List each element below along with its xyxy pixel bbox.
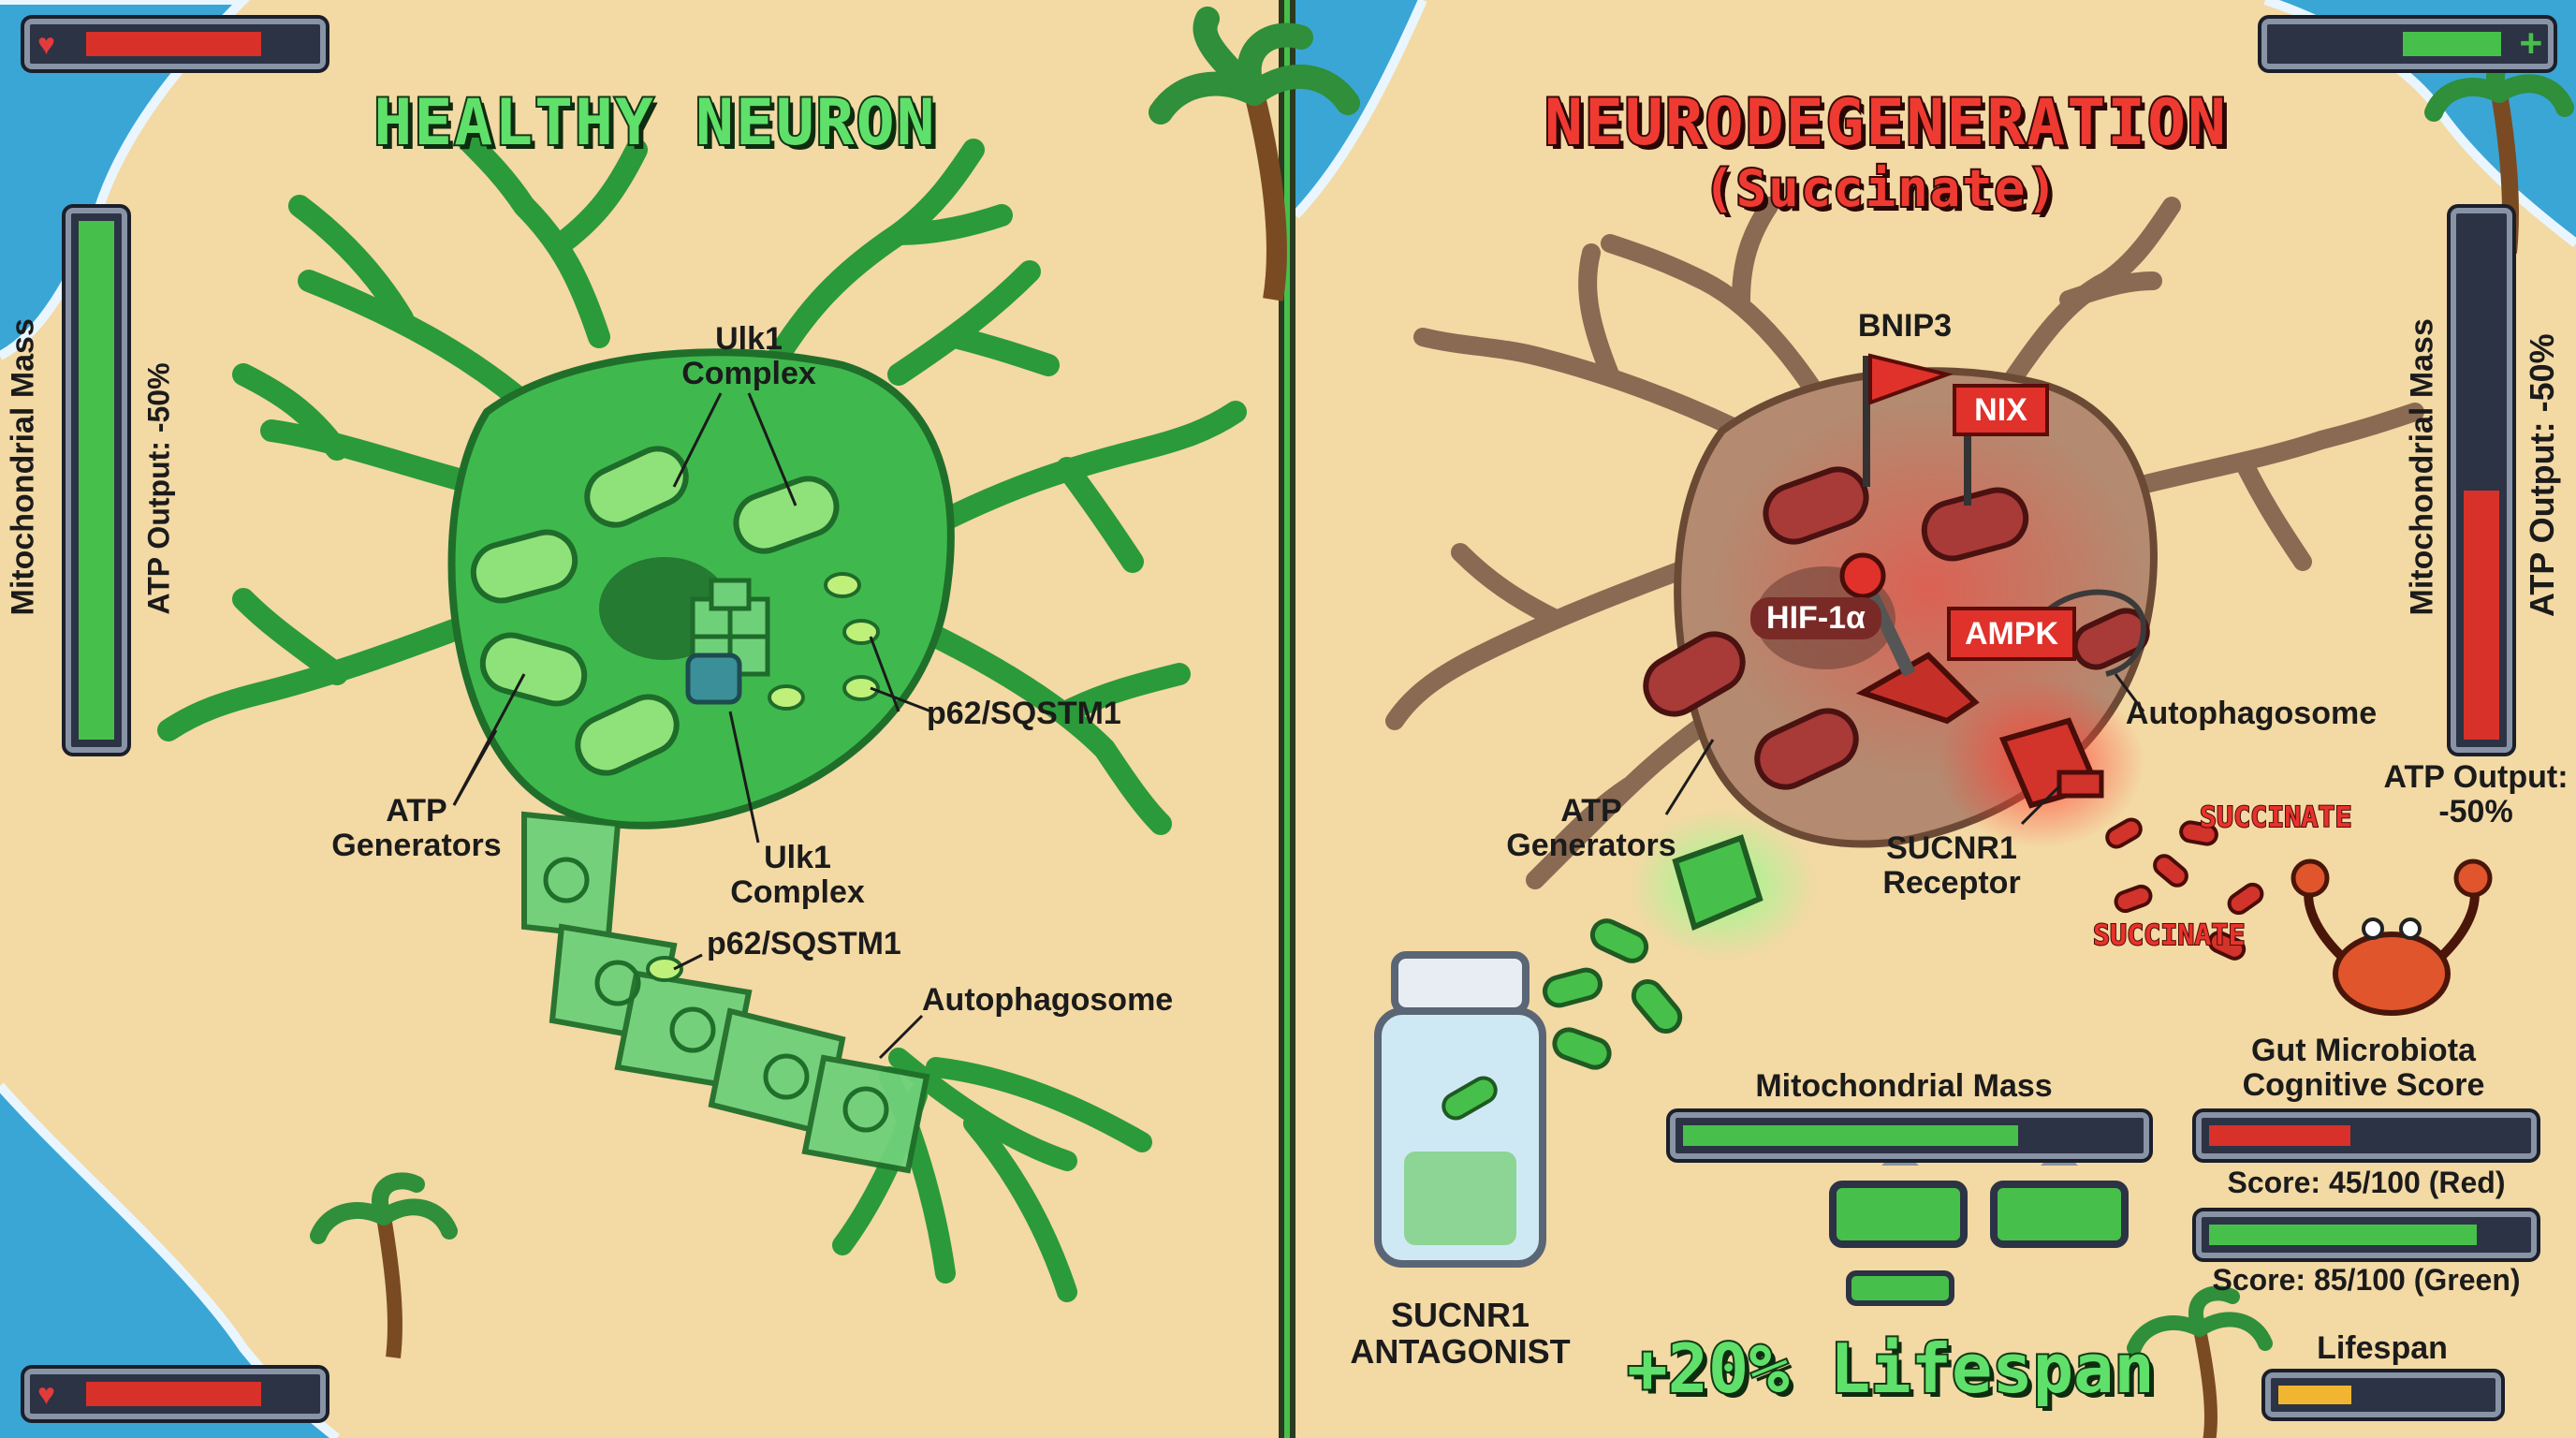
label-succinate-2: SUCCINATE <box>2092 918 2247 953</box>
right-mito-mass-label: Mitochondrial Mass <box>2404 318 2440 616</box>
gut-microbiota-label: Gut Microbiota Cognitive Score <box>2242 1033 2485 1103</box>
lifespan-fill <box>2278 1386 2351 1404</box>
label-ampk: AMPK <box>1947 607 2076 661</box>
health-fill <box>86 1382 261 1406</box>
palm-tree-icon <box>1149 7 1360 301</box>
degenerating-neuron <box>1374 197 2493 1306</box>
score-red-bar <box>2196 1112 2537 1159</box>
heart-icon: ♥ <box>37 1377 55 1411</box>
right-mito-vertical-bar <box>2451 208 2512 753</box>
left-atp-output-label: ATP Output: -50% <box>141 362 176 615</box>
flag-icon <box>1964 393 1971 506</box>
flag-icon <box>1863 353 1954 487</box>
left-mito-vertical-bar <box>66 208 127 753</box>
healthy-neuron <box>157 129 1247 1302</box>
heart-icon: ♥ <box>37 27 55 61</box>
lifespan-bonus: +20% Lifespan <box>1625 1328 2157 1410</box>
crab-icon <box>2291 858 2493 1016</box>
label-antagonist: SUCNR1 ANTAGONIST <box>1350 1296 1571 1371</box>
label-succinate-1: SUCCINATE <box>2199 800 2353 835</box>
top-left-health-bar: ♥ <box>24 19 326 69</box>
nix-text: NIX <box>1974 392 2027 428</box>
palm-tree-icon <box>310 1172 458 1358</box>
palm-tree-icon <box>2127 1285 2273 1438</box>
label-p62-bottom: p62/SQSTM1 <box>707 926 901 961</box>
lifespan-bar <box>2265 1372 2501 1417</box>
mito-mass-fill <box>1683 1125 2018 1146</box>
left-mito-mass-label: Mitochondrial Mass <box>5 318 41 616</box>
plus-icon: + <box>2519 22 2542 65</box>
left-title: HEALTHY NEURON <box>372 84 937 162</box>
hif-text: HIF-1α <box>1766 600 1866 636</box>
ampk-text: AMPK <box>1964 616 2059 652</box>
label-autophagosome-right: Autophagosome <box>2125 696 2378 731</box>
right-subtitle: (Succinate) <box>1702 157 2059 220</box>
label-atp-generators-left: ATP Generators <box>331 793 502 863</box>
label-p62-right: p62/SQSTM1 <box>927 696 1121 731</box>
health-fill <box>2403 32 2501 56</box>
sucnr1-receptor-icon <box>1938 679 2144 847</box>
mito-mass-horizontal-bar <box>1670 1112 2149 1159</box>
label-nix: NIX <box>1953 384 2049 436</box>
mito-fill <box>79 221 114 740</box>
score-red-fill <box>2209 1125 2350 1146</box>
label-atp-generators-right: ATP Generators <box>1506 793 1676 863</box>
lifespan-label: Lifespan <box>2317 1330 2448 1366</box>
bottom-left-health-bar: ♥ <box>24 1369 326 1419</box>
health-fill <box>86 32 261 56</box>
score-green-fill <box>2209 1225 2477 1245</box>
top-right-health-bar: + <box>2261 19 2554 69</box>
mito-fill <box>2464 491 2499 740</box>
mito-slot-icons <box>1829 1147 2129 1306</box>
right-title: NEURODEGENERATION <box>1543 84 2228 162</box>
label-hif: HIF-1α <box>1750 597 1881 639</box>
label-bnip3: BNIP3 <box>1857 308 1953 344</box>
antagonist-receptor-icon <box>1629 810 1816 960</box>
label-autophagosome-left: Autophagosome <box>922 982 1174 1018</box>
score-green-bar <box>2196 1211 2537 1258</box>
mito-mass-bar-label: Mitochondrial Mass <box>1755 1068 2053 1104</box>
label-ulk1-top: Ulk1 Complex <box>681 321 816 391</box>
label-sucnr1-receptor: SUCNR1 Receptor <box>1882 830 2021 901</box>
score-green-text: Score: 85/100 (Green) <box>2212 1263 2521 1297</box>
right-atp-output-label: ATP Output: -50% <box>2523 333 2561 617</box>
label-ulk1-bottom: Ulk1 Complex <box>730 840 865 910</box>
atp-output-right-label: ATP Output: -50% <box>2383 759 2569 829</box>
pill-bottle-icon <box>1374 951 1546 1268</box>
score-red-text: Score: 45/100 (Red) <box>2227 1166 2506 1199</box>
